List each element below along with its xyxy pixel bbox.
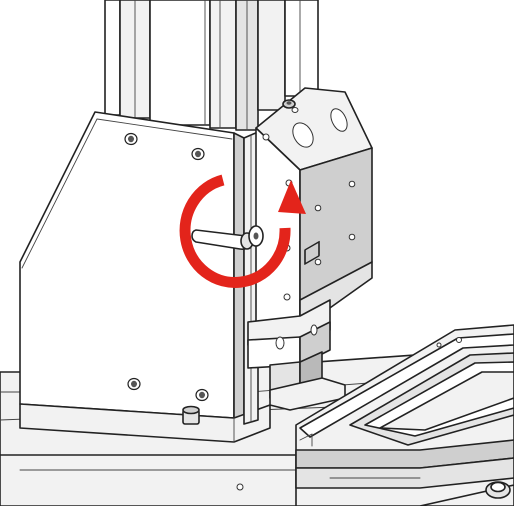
vertical-column — [104, 0, 319, 131]
mount-hole — [348, 233, 356, 241]
rotation-arrow — [179, 174, 306, 288]
plate-screw — [195, 388, 209, 402]
stage-clip — [304, 240, 320, 265]
mount-hole — [314, 204, 322, 212]
base-knob — [182, 405, 200, 425]
mount-hole — [283, 293, 291, 301]
plate-screw — [124, 132, 138, 146]
stage-knob[interactable] — [485, 481, 511, 499]
plate-screw — [127, 377, 141, 391]
carriage-screw — [282, 99, 296, 109]
mount-hole — [262, 133, 270, 141]
mount-hole — [314, 258, 322, 266]
xy-stage — [295, 240, 514, 506]
z-carriage — [243, 87, 373, 425]
base-hole — [236, 483, 244, 491]
side-plate — [19, 111, 271, 443]
lock-handle[interactable] — [191, 225, 264, 250]
plate-screw — [191, 147, 205, 161]
mount-hole — [348, 180, 356, 188]
